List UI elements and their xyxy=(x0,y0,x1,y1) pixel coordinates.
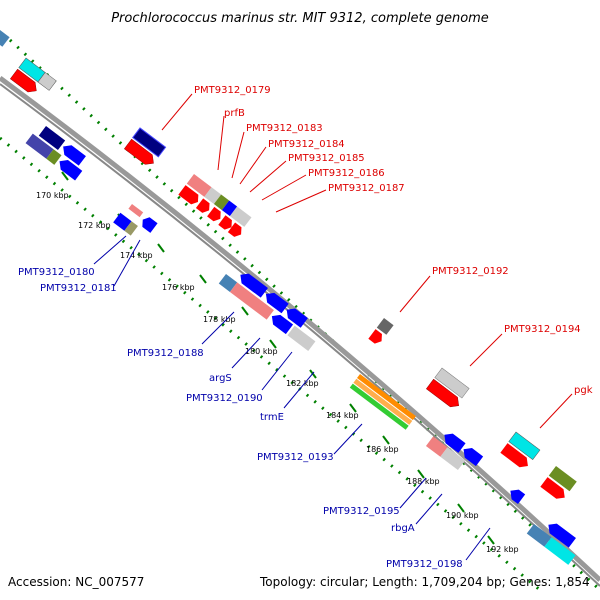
label-leader xyxy=(399,477,427,509)
gene-feature[interactable] xyxy=(349,374,416,430)
tick-mark xyxy=(157,243,165,253)
gene-feature[interactable] xyxy=(124,127,167,168)
label-leader xyxy=(261,351,293,391)
gene-label[interactable]: PMT9312_0195 xyxy=(323,506,400,517)
label-leader xyxy=(161,93,193,131)
map-title: Prochlorococcus marinus str. MIT 9312, c… xyxy=(111,11,489,26)
tick-label: 178 kbp xyxy=(203,315,236,324)
label-leader xyxy=(231,337,261,369)
gene-feature[interactable] xyxy=(25,122,91,181)
tick-mark xyxy=(487,535,495,545)
gene-label[interactable]: PMT9312_0190 xyxy=(186,393,263,404)
tick-mark xyxy=(349,403,357,413)
label-leader xyxy=(399,275,431,313)
gene-label[interactable]: rbgA xyxy=(391,523,415,534)
forward-gene-labels: PMT9312_0179 prfB PMT9312_0183 PMT9312_0… xyxy=(161,85,593,429)
gene-label[interactable]: PMT9312_0185 xyxy=(288,153,365,164)
gene-feature[interactable] xyxy=(113,202,158,244)
forward-strand-features xyxy=(0,30,577,502)
tick-mark xyxy=(199,274,207,284)
tick-mark xyxy=(309,369,317,379)
genome-summary-text: Topology: circular; Length: 1,709,204 bp… xyxy=(259,575,590,589)
label-leader xyxy=(283,371,315,409)
tick-mark xyxy=(457,503,465,513)
gene-feature[interactable] xyxy=(0,30,10,47)
gene-label[interactable]: prfB xyxy=(224,108,245,119)
label-leader xyxy=(93,235,127,265)
tick-marks xyxy=(61,171,495,545)
reverse-gene-labels: PMT9312_0180 PMT9312_0181 PMT9312_0188 a… xyxy=(18,235,491,570)
reverse-strand-features xyxy=(25,122,584,565)
label-leader xyxy=(217,115,225,171)
label-leader xyxy=(465,527,491,561)
tick-label: 186 kbp xyxy=(366,445,399,454)
tick-mark xyxy=(382,435,390,445)
gene-label[interactable]: PMT9312_0183 xyxy=(246,123,323,134)
label-leader xyxy=(415,493,443,525)
gene-label[interactable]: PMT9312_0187 xyxy=(328,183,405,194)
tick-mark xyxy=(61,171,69,181)
tick-label: 172 kbp xyxy=(78,221,111,230)
gene-feature[interactable] xyxy=(10,57,57,102)
tick-label: 180 kbp xyxy=(245,347,278,356)
label-leader xyxy=(469,333,503,367)
gene-label[interactable]: PMT9312_0180 xyxy=(18,267,95,278)
gene-feature[interactable] xyxy=(526,513,584,565)
gene-label[interactable]: pgk xyxy=(574,385,593,396)
gene-feature[interactable] xyxy=(426,367,470,410)
tick-label: 192 kbp xyxy=(486,545,519,554)
tick-label: 182 kbp xyxy=(286,379,319,388)
gene-feature[interactable] xyxy=(368,318,394,346)
tick-label: 176 kbp xyxy=(162,283,195,292)
gene-label[interactable]: PMT9312_0179 xyxy=(194,85,271,96)
tick-mark xyxy=(241,306,249,316)
label-leader xyxy=(113,239,141,287)
gene-label[interactable]: trmE xyxy=(260,412,284,423)
label-leader xyxy=(539,393,573,429)
tick-mark xyxy=(269,339,277,349)
label-leader xyxy=(333,423,363,455)
tick-label: 190 kbp xyxy=(446,511,479,520)
label-leader xyxy=(201,311,235,345)
tick-labels: 170 kbp 172 kbp 174 kbp 176 kbp 178 kbp … xyxy=(36,191,519,554)
gene-label[interactable]: PMT9312_0186 xyxy=(308,168,385,179)
gene-label[interactable]: PMT9312_0192 xyxy=(432,266,509,277)
label-leader xyxy=(249,160,287,193)
gene-label[interactable]: PMT9312_0184 xyxy=(268,139,345,150)
gene-label[interactable]: PMT9312_0193 xyxy=(257,452,334,463)
accession-text: Accession: NC_007577 xyxy=(8,575,144,589)
tick-label: 184 kbp xyxy=(326,411,359,420)
label-leader xyxy=(239,146,267,185)
label-leader xyxy=(231,131,245,179)
gene-feature[interactable] xyxy=(507,486,526,505)
gene-label[interactable]: argS xyxy=(209,373,232,384)
gene-feature[interactable] xyxy=(178,174,253,239)
label-leader xyxy=(261,174,307,201)
gene-label[interactable]: PMT9312_0181 xyxy=(40,283,117,294)
inner-tick-track xyxy=(0,136,541,592)
gene-label[interactable]: PMT9312_0188 xyxy=(127,348,204,359)
gene-label[interactable]: PMT9312_0194 xyxy=(504,324,581,335)
gene-label[interactable]: PMT9312_0198 xyxy=(386,559,463,570)
gene-feature[interactable] xyxy=(540,466,577,502)
tick-label: 174 kbp xyxy=(120,251,153,260)
gene-feature[interactable] xyxy=(500,431,541,471)
label-leader xyxy=(275,189,327,213)
inner-dotted-track xyxy=(0,136,541,592)
gene-feature[interactable] xyxy=(218,263,324,351)
tick-label: 170 kbp xyxy=(36,191,69,200)
tick-mark xyxy=(417,469,425,479)
gene-feature[interactable] xyxy=(425,425,484,477)
